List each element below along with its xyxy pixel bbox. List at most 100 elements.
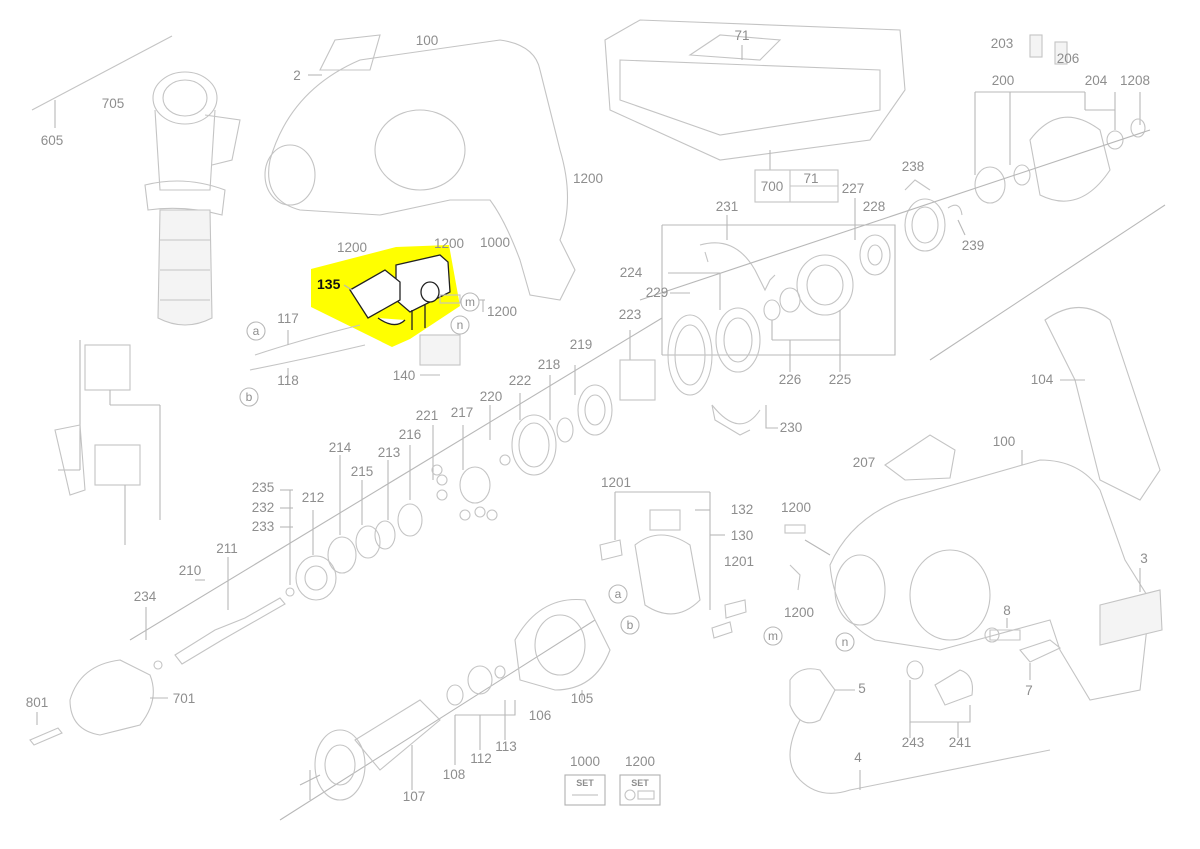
- part-number-label: 105: [571, 691, 594, 706]
- part-130-brush-holder: [599, 491, 747, 639]
- part-number-label: 1200: [784, 605, 814, 620]
- part-207-cap: [884, 434, 956, 481]
- svg-text:SET: SET: [631, 778, 649, 788]
- circle-label-b2: b: [620, 615, 640, 635]
- part-number-label: 705: [102, 96, 125, 111]
- part-705-side-handle: [144, 71, 241, 326]
- circle-label-n1: n: [450, 315, 470, 335]
- part-number-label: 227: [842, 181, 865, 196]
- part-222-ring: [511, 393, 557, 476]
- part-number-label: 214: [329, 440, 352, 455]
- part-number-label: 216: [399, 427, 422, 442]
- part-100-housing-left: [264, 34, 576, 301]
- part-number-label: 104: [1031, 372, 1054, 387]
- part-number-label: 1200: [487, 304, 517, 319]
- part-225-gear: [763, 254, 854, 372]
- part-number-label: 243: [902, 735, 925, 750]
- svg-text:b: b: [246, 390, 253, 404]
- part-number-label: 229: [646, 285, 669, 300]
- part-number-label: 212: [302, 490, 325, 505]
- part-number-label: 132: [731, 502, 754, 517]
- svg-text:a: a: [615, 587, 622, 601]
- part-210-spindle: [174, 557, 286, 665]
- part-number-label: 234: [134, 589, 157, 604]
- part-number-label: 801: [26, 695, 49, 710]
- part-number-label: 1000: [480, 235, 510, 250]
- part-number-label: 2: [293, 68, 301, 83]
- part-number-label: 211: [216, 541, 238, 556]
- part-number-label: 213: [378, 445, 401, 460]
- part-number-label: 231: [716, 199, 739, 214]
- part-number-label: 238: [902, 159, 925, 174]
- circle-label-a2: a: [608, 584, 628, 604]
- svg-text:n: n: [842, 635, 849, 649]
- part-number-label: 217: [451, 405, 474, 420]
- part-number-label: 8: [1003, 603, 1011, 618]
- part-104-handle: [1044, 307, 1161, 501]
- part-number-label: 107: [403, 789, 426, 804]
- part-107-armature: [299, 699, 441, 801]
- circle-label-m2: m: [763, 626, 783, 646]
- part-switch-detail: [54, 340, 161, 545]
- part-number-label: 5: [858, 681, 866, 696]
- part-number-label: 130: [731, 528, 754, 543]
- part-number-label: 207: [853, 455, 876, 470]
- part-140-brush: [419, 334, 461, 376]
- part-number-label: 113: [495, 739, 517, 754]
- part-number-label: 233: [252, 519, 275, 534]
- part-number-label: 228: [863, 199, 886, 214]
- part-number-label: 210: [179, 563, 202, 578]
- svg-text:SET: SET: [576, 778, 594, 788]
- part-241-knob: [906, 660, 974, 738]
- part-number-label: 226: [779, 372, 802, 387]
- part-71-case: [604, 19, 906, 170]
- part-number-label: 605: [41, 133, 64, 148]
- part-3-label: [1099, 568, 1163, 646]
- svg-text:a: a: [253, 324, 260, 338]
- part-number-label: 117: [277, 311, 299, 326]
- part-number-label: 203: [991, 36, 1014, 51]
- part-135-switch[interactable]: [343, 254, 451, 330]
- set-box-number: 1200: [625, 754, 655, 769]
- part-number-label: 1201: [724, 554, 754, 569]
- part-605-rod: [31, 35, 173, 128]
- part-number-label: 232: [252, 500, 275, 515]
- part-219-gear-carrier: [549, 330, 656, 443]
- svg-text:b: b: [627, 618, 634, 632]
- part-5-cord-guard: [789, 668, 1051, 794]
- part-gear-assembly-frame: [661, 224, 896, 356]
- part-number-label: 239: [962, 238, 985, 253]
- part-number-label: 4: [854, 750, 862, 765]
- svg-text:n: n: [457, 318, 464, 332]
- part-200-gear-cover: [974, 34, 1146, 204]
- part-100-housing-right: [829, 450, 1151, 701]
- part-227-gear: [854, 198, 891, 276]
- part-number-label: 223: [619, 307, 642, 322]
- part-number-label: 241: [949, 735, 972, 750]
- part-number-label: 1201: [601, 475, 631, 490]
- part-number-label: 1208: [1120, 73, 1150, 88]
- circle-label-n2: n: [835, 632, 855, 652]
- part-number-label: 106: [529, 708, 552, 723]
- part-number-label: 100: [416, 33, 439, 48]
- part-number-label: 1200: [434, 236, 464, 251]
- set-box-number: 1000: [570, 754, 600, 769]
- part-number-label: 71: [803, 171, 818, 186]
- part-number-label: 200: [992, 73, 1015, 88]
- part-230-clip: [711, 404, 778, 436]
- part-number-label: 224: [620, 265, 643, 280]
- part-number-label: 1200: [781, 500, 811, 515]
- part-number-label: 701: [173, 691, 196, 706]
- part-106-bearings: [446, 665, 516, 765]
- part-212-bearing: [280, 489, 337, 601]
- part-number-label: 140: [393, 368, 416, 383]
- part-number-label: 222: [509, 373, 532, 388]
- part-224-ring-gear: [667, 272, 761, 396]
- part-number-label: 221: [416, 408, 439, 423]
- part-number-label: 230: [780, 420, 803, 435]
- part-8-screw: [984, 618, 1062, 680]
- part-231-clip: [699, 215, 776, 292]
- part-number-label: 235: [252, 480, 275, 495]
- part-number-135[interactable]: 135: [317, 276, 341, 292]
